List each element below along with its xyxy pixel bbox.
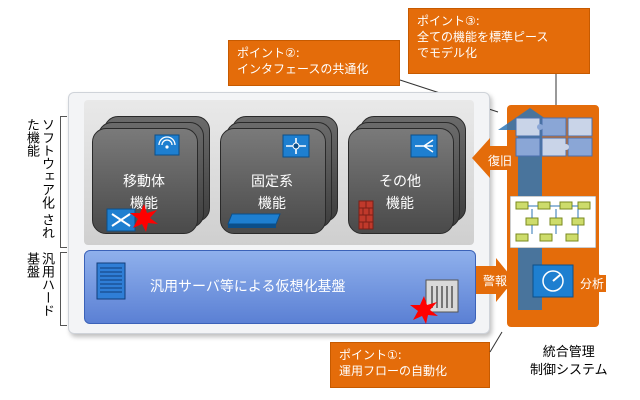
hardware-fault-burst-icon xyxy=(410,296,438,324)
puzzle-pieces-icon xyxy=(515,117,593,157)
callout-point3: ポイント③: 全ての機能を標準ピース でモデル化 xyxy=(408,8,590,74)
recovery-label: 復旧 xyxy=(486,152,515,169)
hardware-side-label-line1: 汎用ハード xyxy=(39,252,54,317)
hardware-side-label-line2: 基盤 xyxy=(24,252,39,278)
software-side-label-line1: ソフトウェア化 xyxy=(39,118,54,209)
server-rack-icon xyxy=(96,262,126,300)
control-system-title-line1: 統合管理 xyxy=(542,345,595,360)
control-system-title-line2: 制御システム xyxy=(530,363,608,378)
analysis-label: 分析 xyxy=(578,275,607,292)
callout-point3-body: 全ての機能を標準ピース xyxy=(417,30,549,44)
callout-point1-pointer xyxy=(489,331,503,353)
software-side-label: ソフトウェア化 された機能 xyxy=(24,118,54,248)
control-system-title: 統合管理 制御システム xyxy=(530,344,608,380)
callout-point1-title: ポイント①: xyxy=(339,348,402,362)
alarm-label: 警報 xyxy=(481,272,510,289)
function-other-line2: 機能 xyxy=(386,196,414,212)
virtualization-infra-label: 汎用サーバ等による仮想化基盤 xyxy=(150,279,346,295)
hardware-side-label: 汎用ハード 基盤 xyxy=(24,252,54,332)
function-other-line1: その他 xyxy=(379,174,421,190)
callout-point2: ポイント②: インタフェースの共通化 xyxy=(228,40,400,86)
function-fixed-line1: 固定系 xyxy=(251,174,293,190)
function-stack-other: その他 機能 xyxy=(348,116,466,234)
callout-point3-body2: でモデル化 xyxy=(417,46,478,60)
fault-burst-icon xyxy=(130,204,158,232)
router-icon xyxy=(106,208,136,232)
load-balancer-icon xyxy=(410,134,438,158)
hardware-bracket xyxy=(60,252,67,326)
function-stack-fixed: 固定系 機能 xyxy=(220,116,338,234)
callout-point3-title: ポイント③: xyxy=(417,14,480,28)
wireless-icon xyxy=(154,134,180,156)
callout-point2-body: インタフェースの共通化 xyxy=(237,62,369,76)
callout-point1-body: 運用フローの自動化 xyxy=(339,364,448,378)
firewall-icon xyxy=(358,200,374,230)
callout-point2-title: ポイント②: xyxy=(237,46,300,60)
function-fixed-line2: 機能 xyxy=(258,196,286,212)
callout-point1: ポイント①: 運用フローの自動化 xyxy=(330,342,490,388)
function-stack-mobile: 移動体 機能 xyxy=(92,116,210,234)
function-mobile-line1: 移動体 xyxy=(123,174,165,190)
software-bracket xyxy=(60,116,67,248)
server-blade-icon xyxy=(227,213,281,228)
software-side-label-line2: された機能 xyxy=(24,118,54,240)
virtualization-infra-panel xyxy=(84,250,476,324)
switch-icon xyxy=(282,134,310,158)
analysis-gauge-icon xyxy=(532,264,574,298)
workflow-diagram-icon xyxy=(510,196,596,248)
